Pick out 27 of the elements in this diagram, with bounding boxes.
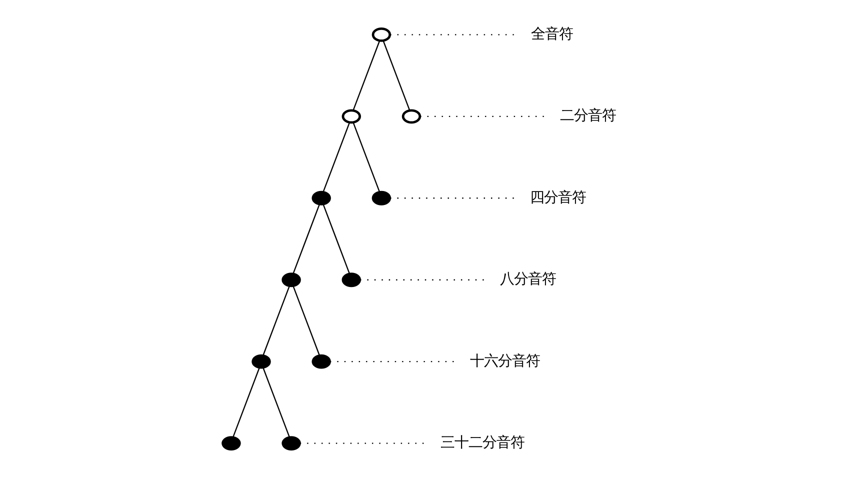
connector: [292, 286, 320, 356]
connector: [262, 286, 290, 356]
node-note: [252, 354, 271, 369]
connector: [232, 367, 260, 438]
node-note: [402, 109, 422, 124]
node-note: [282, 272, 301, 288]
connector: [322, 122, 350, 192]
connector: [352, 40, 380, 110]
node-text: 十六分音符: [470, 353, 540, 370]
node-note: [222, 436, 241, 450]
connector: [322, 204, 350, 274]
node-text: 二分音符: [560, 108, 616, 124]
connector: [292, 204, 320, 274]
node-text: 八分音符: [500, 272, 556, 288]
node-text: 三十二分音符: [440, 435, 524, 452]
node-note: [342, 272, 361, 288]
node-note: [372, 190, 392, 206]
node-note: [372, 28, 392, 42]
node-text: 四分音符: [530, 190, 586, 206]
node-text: 全音符: [531, 26, 574, 42]
node-note: [282, 436, 301, 450]
connector: [352, 122, 380, 192]
connector: [262, 367, 290, 438]
node-note: [342, 109, 361, 124]
connector: [382, 40, 410, 110]
node-note: [312, 354, 331, 369]
node-note: [312, 190, 331, 206]
